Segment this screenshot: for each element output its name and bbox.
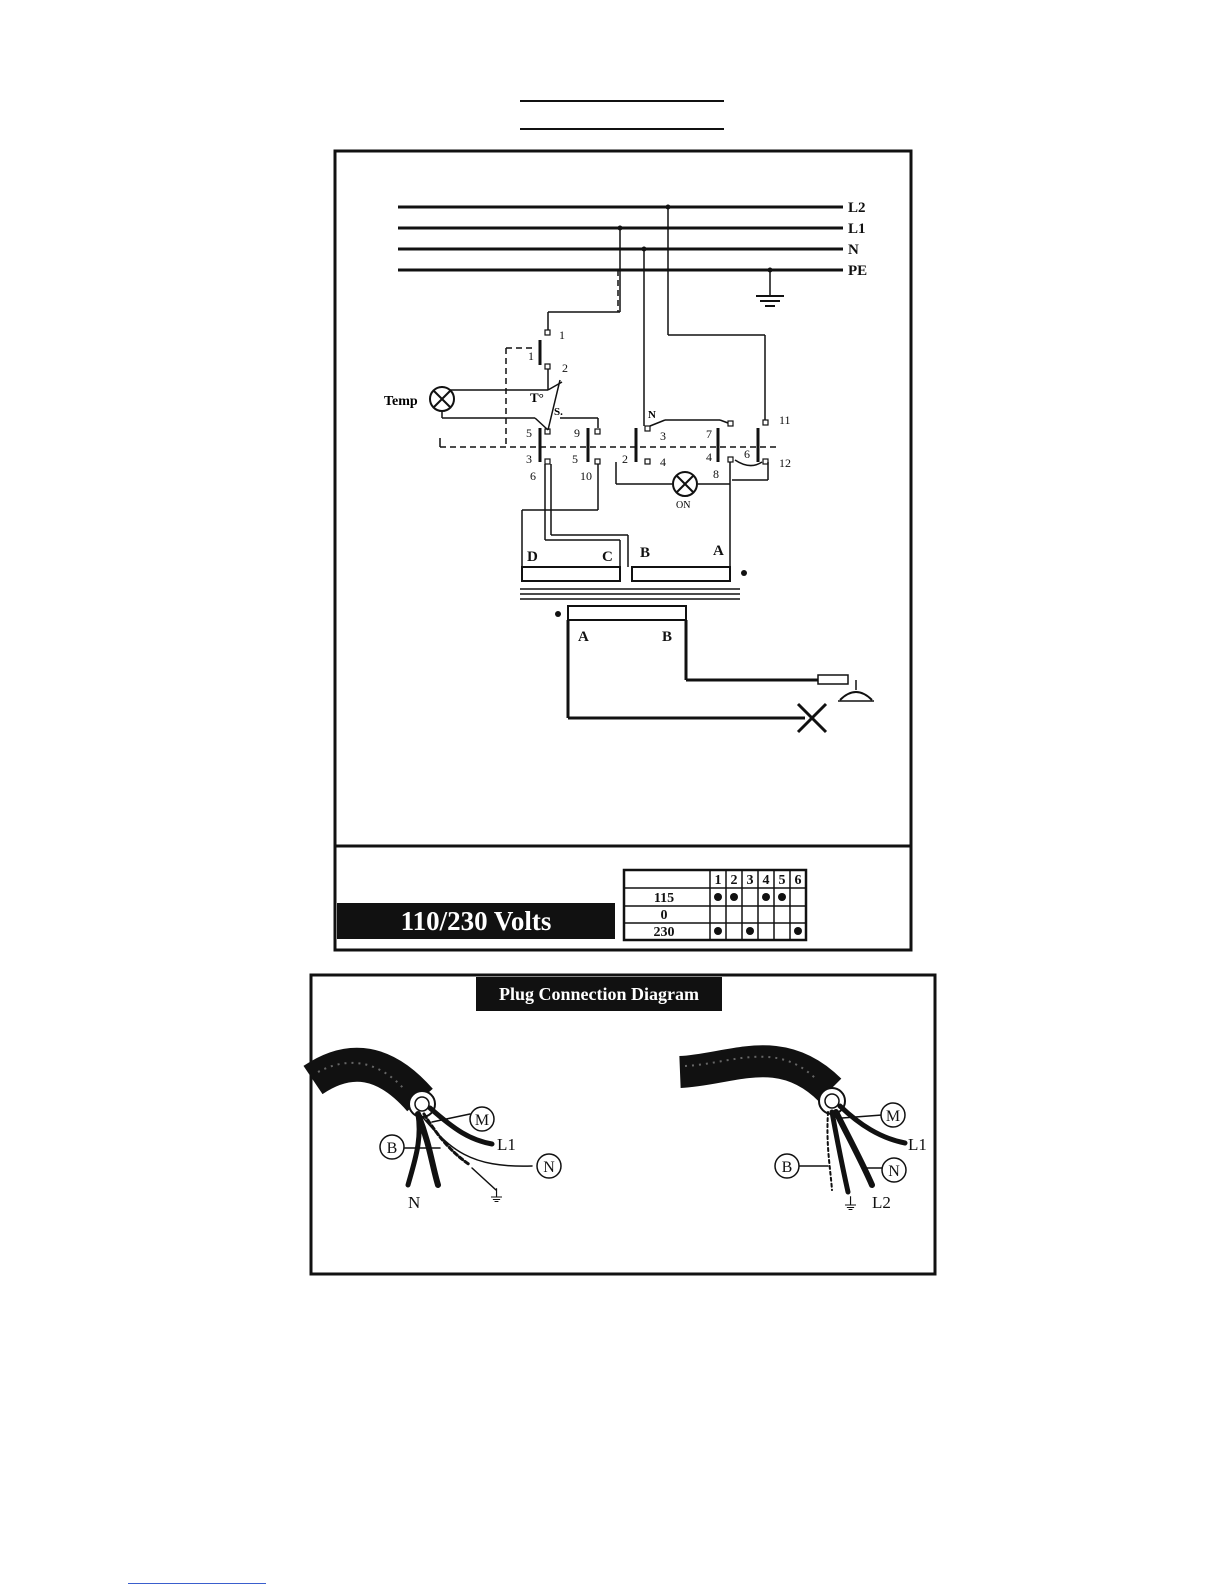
wiring-schematic: L2 L1 N PE Temp ON T° S. N 1 2 1 5 3 6 9… (0, 0, 1225, 960)
left-cable: M B N L1 N ⏚ (313, 1063, 561, 1212)
svg-text:3: 3 (526, 452, 532, 466)
bus-label-pe: PE (848, 263, 867, 279)
switch-s-label: S. (554, 406, 563, 418)
plug-title-text: Plug Connection Diagram (499, 984, 699, 1005)
svg-text:⏚: ⏚ (842, 1195, 859, 1214)
svg-text:10: 10 (580, 469, 592, 483)
switch-table: 1 2 3 4 5 6 115 0 230 (620, 868, 810, 942)
on-lamp (673, 472, 697, 496)
switch-table-col: 1 (715, 873, 722, 888)
svg-text:N: N (543, 1159, 555, 1176)
plug-title-banner: Plug Connection Diagram (476, 977, 722, 1011)
svg-text:3: 3 (660, 429, 666, 443)
lamp-on-label: ON (676, 500, 690, 511)
svg-text:2: 2 (622, 452, 628, 466)
bus-label-n: N (848, 242, 859, 258)
voltage-banner: 110/230 Volts (337, 903, 615, 939)
svg-text:N: N (408, 1193, 420, 1212)
switch-table-row-label: 0 (661, 908, 668, 923)
switch-table-col: 6 (795, 873, 802, 888)
svg-text:M: M (475, 1112, 489, 1129)
svg-text:B: B (662, 629, 672, 645)
switch-table-dot (794, 927, 802, 935)
svg-text:4: 4 (706, 450, 712, 464)
svg-text:8: 8 (713, 467, 719, 481)
svg-text:12: 12 (779, 456, 791, 470)
svg-text:N: N (888, 1163, 900, 1180)
svg-text:1: 1 (559, 328, 565, 342)
switch-table-col: 4 (763, 873, 770, 888)
svg-text:L1: L1 (497, 1135, 516, 1154)
svg-text:⏚: ⏚ (488, 1187, 505, 1206)
switch-table-dot (778, 893, 786, 901)
svg-text:M: M (886, 1108, 900, 1125)
lamp-temp-label: Temp (384, 394, 418, 409)
svg-text:A: A (578, 629, 589, 645)
switch-table-dot (762, 893, 770, 901)
svg-text:B: B (782, 1159, 793, 1176)
switch-table-row-label: 115 (654, 891, 674, 906)
switch-table-dot (746, 927, 754, 935)
svg-text:C: C (602, 549, 613, 565)
switch-table-dot (730, 893, 738, 901)
svg-text:1: 1 (528, 349, 534, 363)
svg-text:6: 6 (744, 447, 750, 461)
right-cable: M B N L1 ⏚ L2 (680, 1057, 927, 1214)
bus-label-l2: L2 (848, 200, 866, 216)
svg-text:11: 11 (779, 413, 791, 427)
svg-text:D: D (527, 549, 538, 565)
switch-table-dot (714, 893, 722, 901)
svg-text:L1: L1 (908, 1135, 927, 1154)
svg-text:2: 2 (562, 361, 568, 375)
svg-text:B: B (387, 1140, 398, 1157)
neutral-tag: N (648, 409, 656, 421)
voltage-banner-text: 110/230 Volts (401, 906, 552, 937)
svg-text:A: A (713, 543, 724, 559)
svg-text:9: 9 (574, 426, 580, 440)
temp-lamp (430, 387, 454, 411)
svg-text:B: B (640, 545, 650, 561)
switch-table-dot (714, 927, 722, 935)
switch-table-col: 5 (779, 873, 786, 888)
svg-text:4: 4 (660, 455, 666, 469)
switch-table-row-label: 230 (654, 925, 675, 940)
thermostat-label: T° (530, 390, 544, 405)
bus-label-l1: L1 (848, 221, 866, 237)
svg-text:6: 6 (530, 469, 536, 483)
switch-table-col: 2 (731, 873, 738, 888)
svg-text:7: 7 (706, 427, 712, 441)
svg-text:5: 5 (572, 452, 578, 466)
footer-rule (128, 1583, 266, 1584)
switch-table-col: 3 (747, 873, 754, 888)
svg-text:L2: L2 (872, 1193, 891, 1212)
svg-text:5: 5 (526, 426, 532, 440)
